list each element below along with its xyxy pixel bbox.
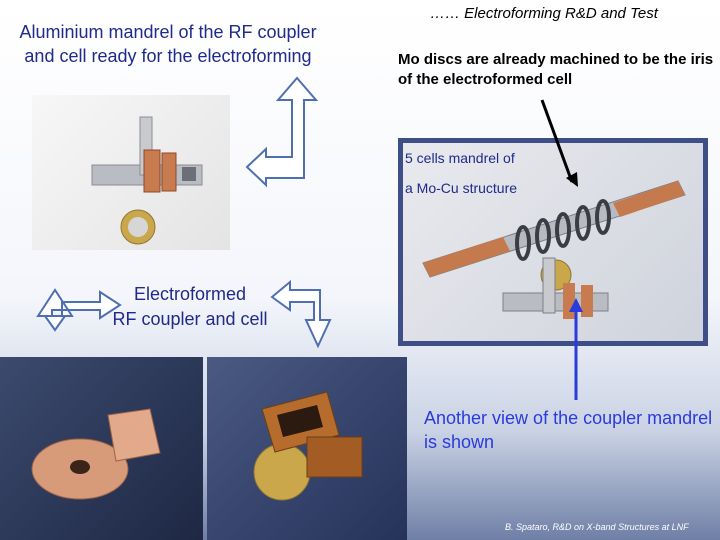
five-cells-label-line1: 5 cells mandrel of — [405, 150, 515, 166]
mo-discs-text: Mo discs are already machined to be the … — [398, 51, 714, 88]
five-cells-photo — [398, 138, 708, 346]
left-bracket-arrow-icon — [36, 288, 122, 332]
electroformed-coupler-photo — [207, 357, 407, 540]
right-bracket-arrow-icon — [270, 279, 332, 349]
electroformed-cell-photo — [0, 357, 203, 540]
electroformed-caption-line2: RF coupler and cell — [112, 309, 268, 329]
blue-pointer-arrow-icon — [569, 298, 583, 400]
black-pointer-arrow-icon — [540, 99, 578, 187]
mandrel-photo — [32, 95, 230, 250]
elbow-arrow-icon — [245, 76, 319, 188]
slide-title-right: …… Electroforming R&D and Test — [430, 5, 658, 22]
another-view-text: Another view of the coupler mandrel is s… — [424, 408, 713, 452]
five-cells-label-line2: a Mo-Cu structure — [405, 180, 518, 196]
footer-credit: B. Spataro, R&D on X-band Structures at … — [505, 522, 689, 532]
electroformed-caption-line1: Electroformed — [133, 284, 247, 304]
electroformed-caption: Electroformed RF coupler and cell — [85, 282, 295, 332]
slide-title-left: Aluminium mandrel of the RF coupler and … — [19, 22, 317, 66]
